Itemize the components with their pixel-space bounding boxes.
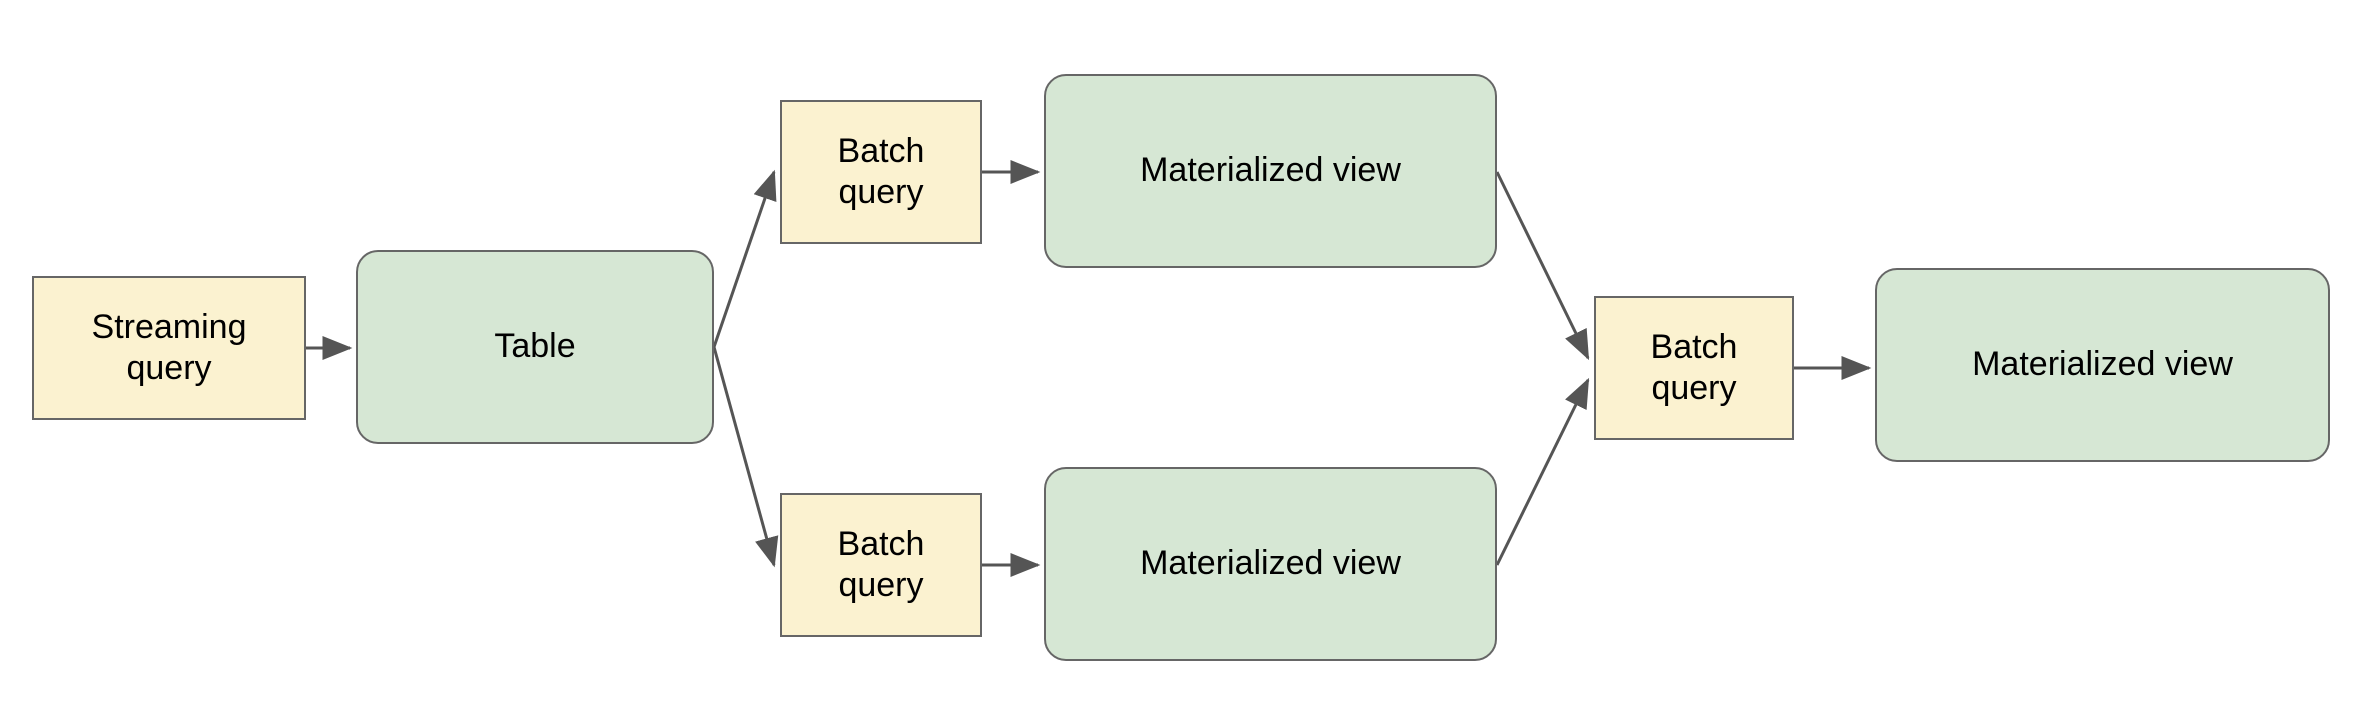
node-label: Table [494, 327, 576, 366]
node-label: Materialized view [1140, 151, 1401, 190]
edge-materialized-view-top-to-batch-query-join [1495, 171, 1590, 361]
edge-table-to-batch-query-bottom [712, 346, 779, 568]
node-batch-query-bottom[interactable]: Batch query [780, 493, 982, 637]
node-label: Batch query [837, 131, 925, 211]
edge-table-to-batch-query-top [712, 169, 777, 348]
node-label: Streaming query [91, 307, 247, 387]
node-batch-query-join[interactable]: Batch query [1594, 296, 1794, 440]
node-label: Materialized view [1972, 345, 2233, 384]
edge-materialized-view-bottom-to-batch-query-join [1495, 377, 1590, 566]
node-table[interactable]: Table [356, 250, 714, 444]
node-streaming-query[interactable]: Streaming query [32, 276, 306, 420]
node-label: Batch query [837, 524, 925, 604]
node-materialized-view-final[interactable]: Materialized view [1875, 268, 2330, 462]
node-materialized-view-bottom[interactable]: Materialized view [1044, 467, 1497, 661]
node-label: Materialized view [1140, 544, 1401, 583]
node-label: Batch query [1650, 327, 1738, 407]
node-materialized-view-top[interactable]: Materialized view [1044, 74, 1497, 268]
node-batch-query-top[interactable]: Batch query [780, 100, 982, 244]
